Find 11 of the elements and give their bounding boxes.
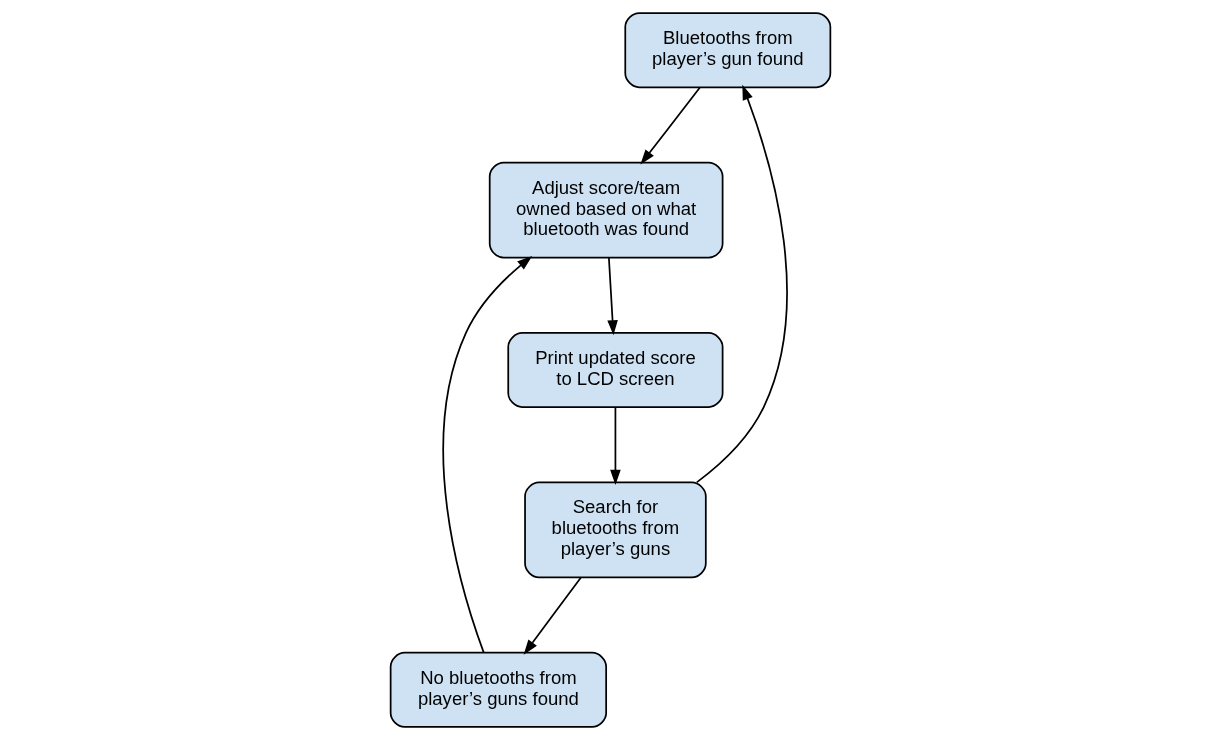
node-box: Adjust score/team owned based on what bluetooth was found	[488, 161, 724, 259]
arrow	[607, 256, 618, 336]
node-box: Bluetooths from player’s gun found	[624, 12, 832, 89]
arrow	[695, 84, 788, 484]
arrow	[640, 86, 701, 165]
arrow	[442, 255, 533, 654]
arrow	[610, 406, 621, 485]
node-box: No bluetooths from player’s guns found	[389, 651, 607, 728]
node-box: Search for bluetooths from player’s guns	[524, 481, 707, 579]
arrow	[523, 576, 582, 655]
node-box: Print updated score to LCD screen	[507, 332, 724, 408]
